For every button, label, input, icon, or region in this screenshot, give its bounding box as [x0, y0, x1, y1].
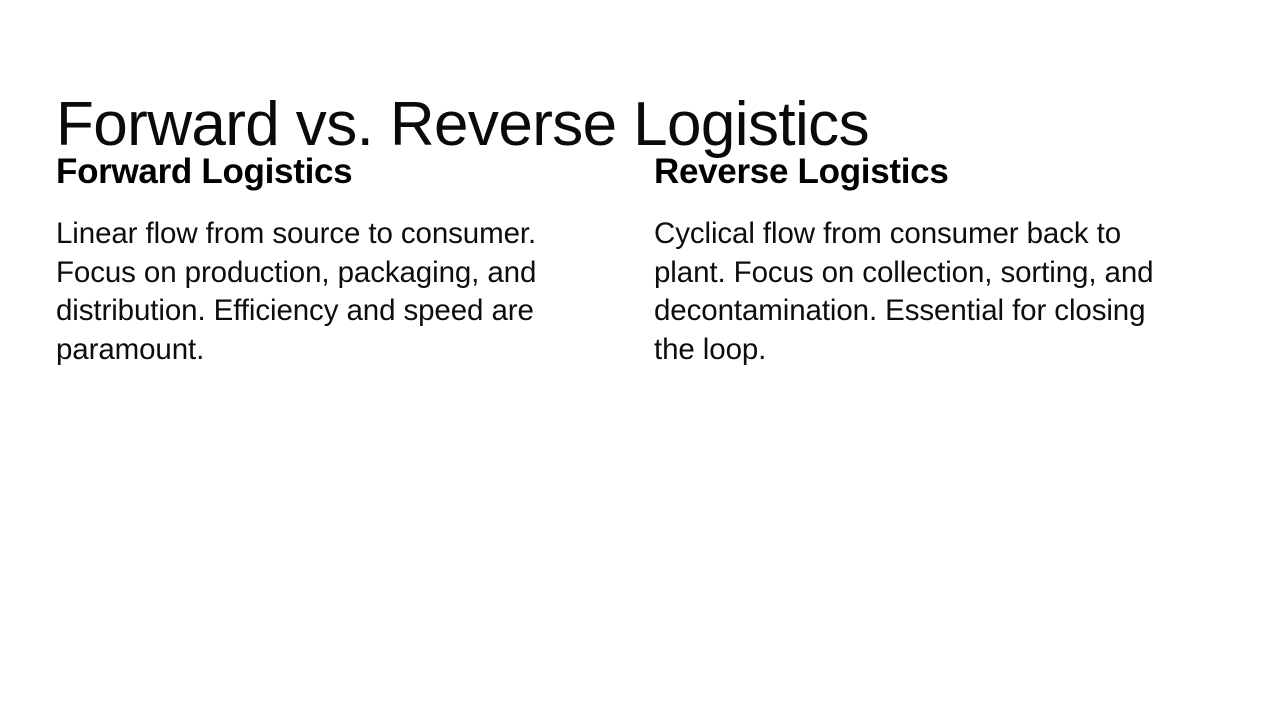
column-heading-forward: Forward Logistics [56, 152, 353, 191]
column-reverse-logistics: Reverse Logistics Cyclical flow from con… [654, 152, 1174, 370]
column-forward-logistics: Forward Logistics Linear flow from sourc… [56, 152, 548, 370]
two-column-content: Forward Logistics Linear flow from sourc… [56, 152, 1226, 370]
column-body-forward: Linear flow from source to consumer. Foc… [56, 217, 537, 366]
column-heading-reverse: Reverse Logistics [654, 152, 949, 191]
page-title: Forward vs. Reverse Logistics [56, 89, 870, 159]
column-body-reverse: Cyclical flow from consumer back to plan… [654, 217, 1154, 366]
